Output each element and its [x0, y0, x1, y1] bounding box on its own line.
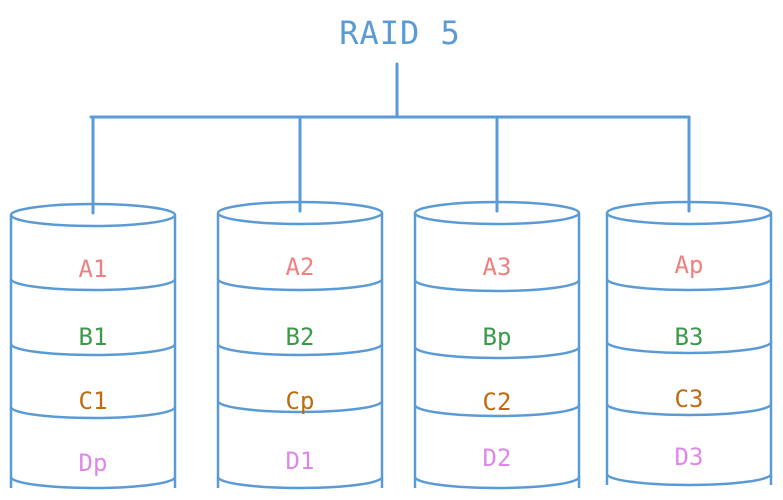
- disk-bottom: [605, 473, 773, 487]
- disk-divider-3: [216, 400, 384, 414]
- disk-divider-2: [605, 341, 773, 355]
- block-label: Bp: [483, 323, 512, 351]
- diagram-title: RAID 5: [339, 14, 461, 52]
- disk-divider-1: [413, 279, 581, 293]
- disk-divider-1: [216, 278, 384, 292]
- disk-divider-2: [413, 346, 581, 360]
- block-label: C2: [483, 388, 512, 416]
- block-label: D3: [675, 443, 704, 471]
- block-label: A2: [286, 253, 315, 281]
- block-label: D2: [483, 444, 512, 472]
- block-label: Dp: [79, 449, 108, 477]
- block-label: D1: [286, 447, 315, 475]
- disk-divider-2: [216, 343, 384, 357]
- disk-divider-3: [9, 406, 177, 420]
- disk-divider-2: [9, 343, 177, 357]
- disk-divider-3: [605, 403, 773, 417]
- disk-divider-1: [605, 278, 773, 292]
- disk-divider-3: [413, 404, 581, 418]
- disk-divider-1: [9, 278, 177, 292]
- block-label: A1: [79, 255, 108, 283]
- disk-bottom: [216, 476, 384, 490]
- block-label: B3: [675, 323, 704, 351]
- block-label: Cp: [286, 387, 315, 415]
- block-label: A3: [483, 253, 512, 281]
- block-label: C3: [675, 385, 704, 413]
- block-label: Ap: [675, 251, 704, 279]
- block-label: B2: [286, 323, 315, 351]
- connector-lines: [89, 62, 691, 215]
- disk-bottom: [413, 476, 581, 490]
- block-label: C1: [79, 387, 108, 415]
- block-label: B1: [79, 323, 108, 351]
- disk-bottom: [9, 476, 177, 490]
